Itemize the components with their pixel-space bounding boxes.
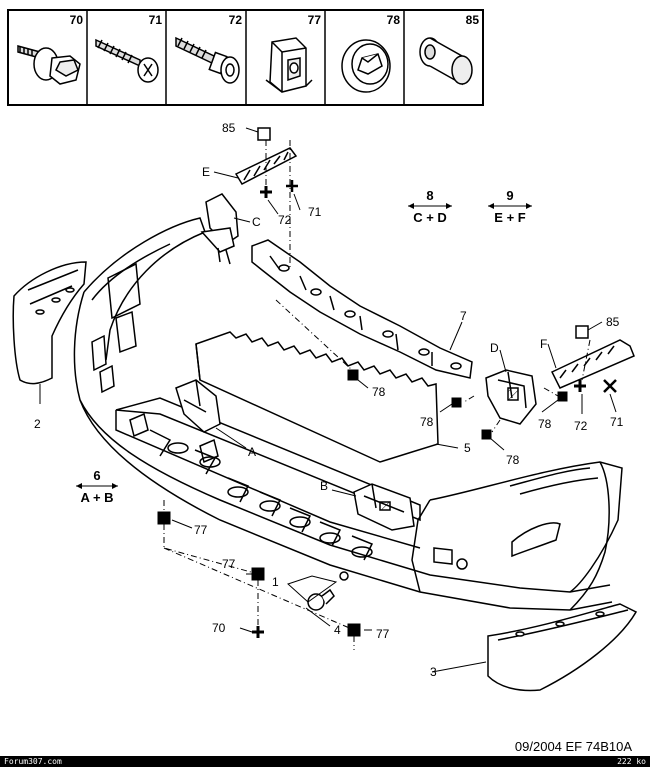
callout-2: 2 xyxy=(34,417,41,431)
group-combo-9: E + F xyxy=(494,210,525,225)
fastener-markers xyxy=(157,127,617,638)
legend-number-78: 78 xyxy=(387,13,401,27)
callout-d: D xyxy=(490,341,499,355)
bracket-a xyxy=(175,379,221,433)
callout-a: A xyxy=(248,445,256,459)
tow-eye-cap xyxy=(307,571,349,611)
group-combo-8: C + D xyxy=(413,210,447,225)
fastener-legend-table: 70 71 72 77 78 85 xyxy=(7,9,484,106)
lower-trim-strip xyxy=(487,603,638,692)
callout-77-b: 77 xyxy=(222,557,236,571)
callout-72-top: 72 xyxy=(278,213,292,227)
legend-number-77: 77 xyxy=(308,13,322,27)
plastic-rivet-icon xyxy=(419,37,473,86)
group-label-8: 8 C + D xyxy=(408,188,452,225)
upper-support-rail xyxy=(251,239,473,379)
dash-dot-lines xyxy=(163,140,591,650)
group-number-6: 6 xyxy=(93,468,100,483)
callout-78-r3: 78 xyxy=(506,453,520,467)
group-number-9: 9 xyxy=(506,188,513,203)
callout-77-a: 77 xyxy=(194,523,208,537)
callout-1: 1 xyxy=(272,575,279,589)
bracket-b xyxy=(353,483,415,531)
callout-e: E xyxy=(202,165,210,179)
impact-absorber xyxy=(195,331,439,463)
diagram-reference: 09/2004 EF 74B10A xyxy=(514,739,632,754)
callout-78-r1: 78 xyxy=(420,415,434,429)
callout-85-top: 85 xyxy=(222,121,236,135)
screw-with-collar-icon xyxy=(175,36,240,84)
bracket-c xyxy=(200,193,239,265)
callout-7: 7 xyxy=(460,309,467,323)
group-number-8: 8 xyxy=(426,188,433,203)
grommet-icon xyxy=(341,39,391,93)
group-label-9: 9 E + F xyxy=(488,188,532,225)
callout-78-center: 78 xyxy=(372,385,386,399)
bolt-with-washer-icon xyxy=(17,45,81,85)
leader-lines xyxy=(39,127,617,673)
bracket-f xyxy=(550,339,635,389)
file-size: 222 ko xyxy=(617,757,646,766)
self-tapping-screw-icon xyxy=(95,38,159,83)
callout-77-c: 77 xyxy=(376,627,390,641)
callout-c: C xyxy=(252,215,261,229)
callout-4: 4 xyxy=(334,623,341,637)
callout-3: 3 xyxy=(430,665,437,679)
callout-85-right: 85 xyxy=(606,315,620,329)
footer-bar: Forum307.com 222 ko xyxy=(0,756,650,767)
callout-5: 5 xyxy=(464,441,471,455)
group-combo-6: A + B xyxy=(80,490,113,505)
callout-78-r2: 78 xyxy=(538,417,552,431)
callout-70: 70 xyxy=(212,621,226,635)
legend-number-72: 72 xyxy=(229,13,243,27)
clip-nut-icon xyxy=(265,37,313,93)
callout-72-right: 72 xyxy=(574,419,588,433)
legend-number-71: 71 xyxy=(149,13,163,27)
left-corner-trim xyxy=(12,261,87,385)
callout-f: F xyxy=(540,337,547,351)
legend-number-85: 85 xyxy=(466,13,480,27)
callouts: 85 E 72 71 C 7 78 D F 85 78 78 72 71 78 … xyxy=(34,121,624,679)
group-label-6: 6 A + B xyxy=(76,468,118,505)
bumper-cover xyxy=(73,217,623,611)
bracket-d xyxy=(485,369,537,425)
callout-71-right: 71 xyxy=(610,415,624,429)
callout-71-top: 71 xyxy=(308,205,322,219)
callout-b: B xyxy=(320,479,328,493)
site-watermark: Forum307.com xyxy=(4,757,62,766)
legend-number-70: 70 xyxy=(70,13,84,27)
